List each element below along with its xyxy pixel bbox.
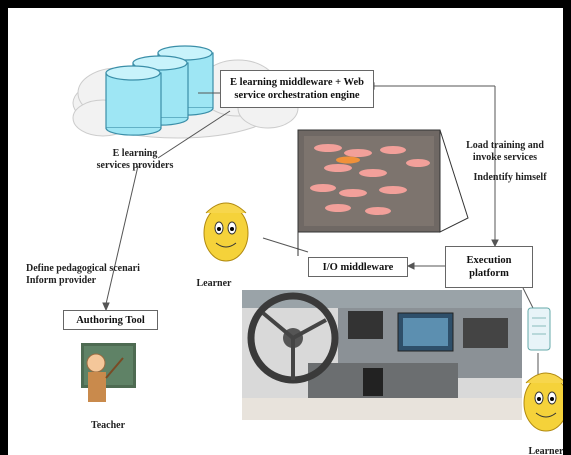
io-middleware-box: I/O middleware <box>308 257 408 277</box>
identify-label: Indentify himself <box>473 172 547 183</box>
providers-label: E learning services providers <box>80 148 190 172</box>
define-line1: Define pedagogical scenari <box>26 263 140 274</box>
boat-dashboard-image <box>242 290 522 420</box>
database-icon <box>105 45 214 136</box>
load-training-line1: Load training and <box>466 140 544 151</box>
teacher-label: Teacher <box>90 420 126 431</box>
learner-left-avatar <box>203 202 249 262</box>
providers-line2: services providers <box>96 160 174 171</box>
execution-line1: Execution <box>466 255 512 266</box>
middleware-engine-box: E learning middleware + Web service orch… <box>220 70 374 108</box>
diagram-canvas <box>72 45 563 432</box>
teacher-figure <box>81 343 136 402</box>
learner-right-label: Learner <box>528 446 564 455</box>
define-label: Define pedagogical scenari Inform provid… <box>26 263 140 287</box>
execution-platform-box: Execution platform <box>445 246 533 288</box>
providers-line1: E learning <box>112 148 158 159</box>
handheld-device-icon <box>527 307 551 351</box>
middleware-engine-line1: E learning middleware + Web <box>230 77 364 88</box>
learner-right-avatar <box>523 372 563 432</box>
middleware-engine-line2: service orchestration engine <box>234 90 360 101</box>
execution-line2: platform <box>469 268 509 279</box>
authoring-tool-box: Authoring Tool <box>63 310 158 330</box>
learner-left-label: Learner <box>196 278 232 289</box>
fish-screen-image <box>297 129 469 256</box>
load-training-line2: invoke services <box>472 152 538 163</box>
define-line2: Inform provider <box>26 275 97 286</box>
load-training-label: Load training and invoke services <box>450 140 560 164</box>
